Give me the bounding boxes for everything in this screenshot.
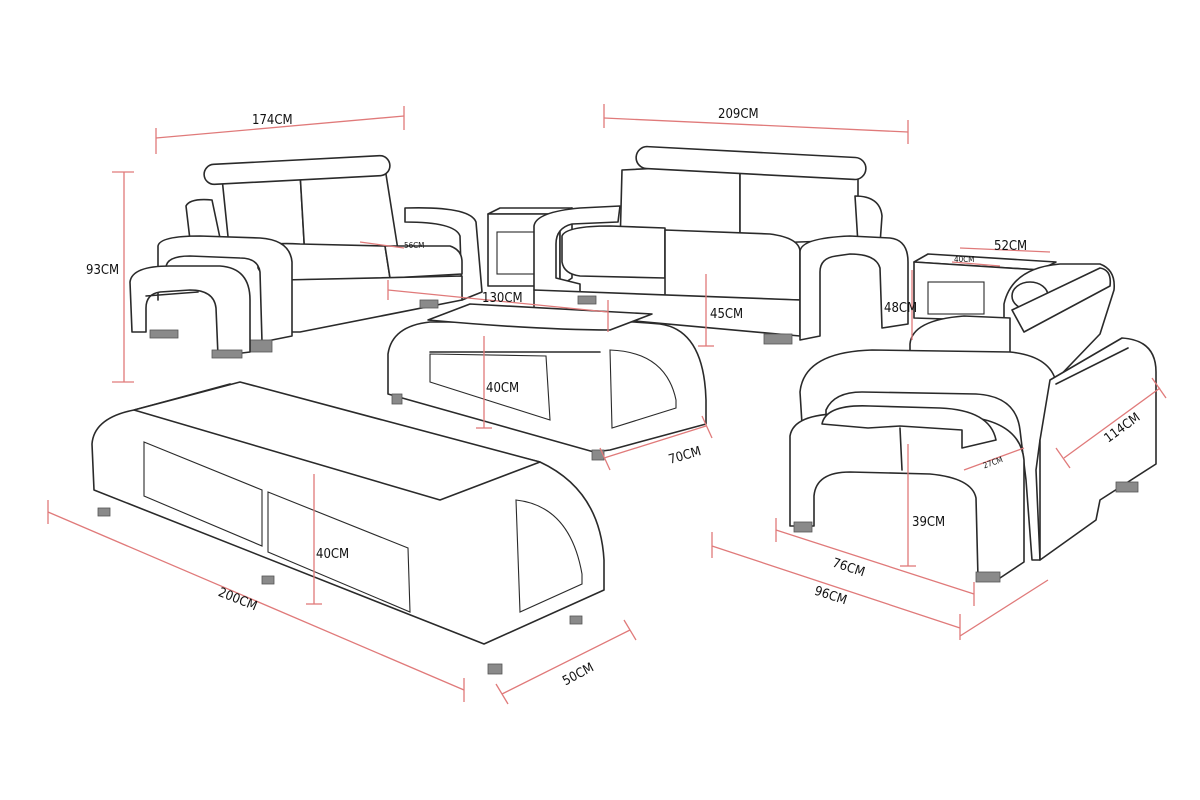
two-seat-sofa bbox=[157, 154, 483, 353]
label-side-table-top: 40CM bbox=[954, 255, 974, 264]
footstool-large bbox=[789, 405, 1025, 583]
three-seat-sofa bbox=[533, 145, 909, 345]
armchair bbox=[799, 263, 1157, 561]
coffee-table bbox=[387, 303, 707, 461]
dimension-lines bbox=[47, 104, 1167, 705]
label-seat-depth: 56CM bbox=[404, 241, 424, 250]
label-tv-height: 40CM bbox=[316, 547, 349, 562]
label-tv-width: 200CM bbox=[216, 585, 259, 614]
label-loveseat-height: 93CM bbox=[86, 263, 119, 278]
label-stool-height: 39CM bbox=[912, 515, 945, 530]
label-side-table-height: 48CM bbox=[884, 301, 917, 316]
footstool-small bbox=[129, 265, 251, 359]
label-sofa-width: 209CM bbox=[718, 107, 759, 122]
label-coffee-width: 130CM bbox=[482, 291, 523, 306]
label-armchair-width: 96CM bbox=[812, 584, 848, 609]
label-side-table-width: 52CM bbox=[994, 239, 1027, 254]
tv-stand bbox=[91, 381, 605, 675]
label-coffee-depth: 70CM bbox=[667, 444, 703, 468]
label-loveseat-width: 174CM bbox=[252, 113, 293, 128]
label-coffee-height: 40CM bbox=[486, 381, 519, 396]
label-tv-depth: 50CM bbox=[560, 660, 596, 689]
label-stool-width: 76CM bbox=[830, 556, 866, 581]
label-seat-height: 45CM bbox=[710, 307, 743, 322]
